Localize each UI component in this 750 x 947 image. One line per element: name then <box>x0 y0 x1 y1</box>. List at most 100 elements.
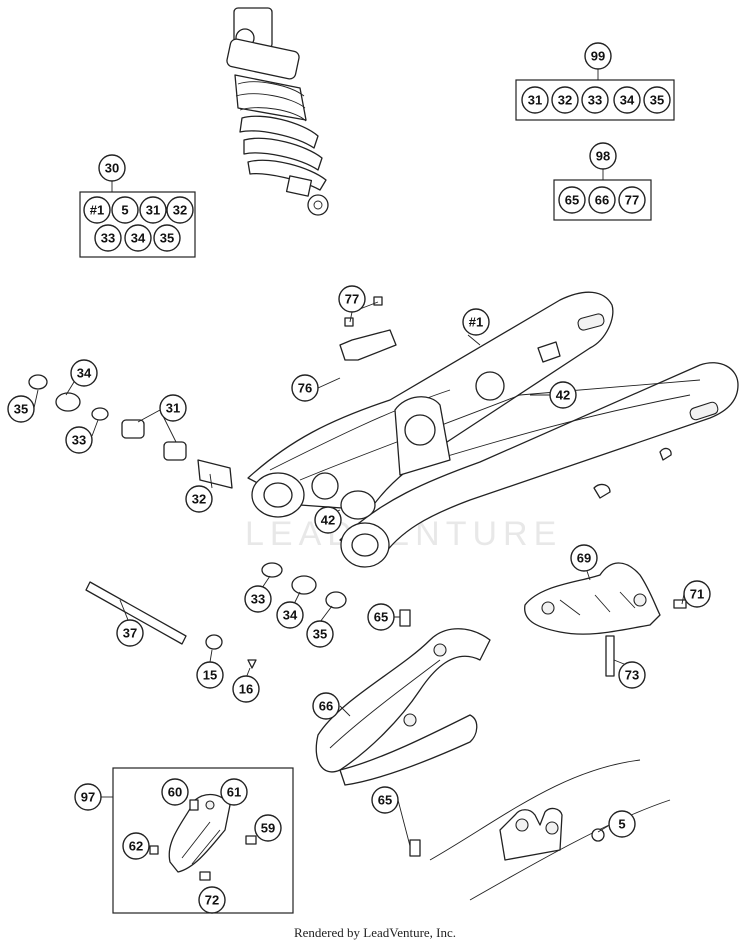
svg-text:32: 32 <box>558 93 572 108</box>
svg-text:77: 77 <box>345 292 359 307</box>
callout-33-top[interactable]: 33 <box>65 426 93 454</box>
svg-text:33: 33 <box>588 93 602 108</box>
kit-30-item-35[interactable]: 35 <box>153 224 181 252</box>
svg-text:99: 99 <box>591 49 605 64</box>
callout-42-bottom[interactable]: 42 <box>314 506 342 534</box>
callout-15[interactable]: 15 <box>196 661 224 689</box>
svg-text:33: 33 <box>101 231 115 246</box>
svg-text:77: 77 <box>625 193 639 208</box>
svg-text:32: 32 <box>173 203 187 218</box>
kit-97-item-60[interactable]: 60 <box>161 778 189 806</box>
chain-slider <box>315 628 491 786</box>
shock-absorber <box>226 7 329 216</box>
svg-text:33: 33 <box>72 433 86 448</box>
kit-98-item-77[interactable]: 77 <box>618 186 646 214</box>
svg-text:34: 34 <box>620 93 635 108</box>
callout-34-top[interactable]: 34 <box>70 359 98 387</box>
svg-text:30: 30 <box>105 161 119 176</box>
svg-text:42: 42 <box>556 388 570 403</box>
svg-text:59: 59 <box>261 821 275 836</box>
svg-text:#1: #1 <box>469 315 483 330</box>
kit-30-item-1[interactable]: #1 <box>83 196 111 224</box>
svg-text:33: 33 <box>251 592 265 607</box>
callout-16[interactable]: 16 <box>232 675 260 703</box>
kit-99-item-33[interactable]: 33 <box>581 86 609 114</box>
kit-30-item-5[interactable]: 5 <box>111 196 139 224</box>
callout-65-bottom[interactable]: 65 <box>371 786 399 814</box>
kit-30-item-32[interactable]: 32 <box>166 196 194 224</box>
svg-text:16: 16 <box>239 682 253 697</box>
svg-text:35: 35 <box>14 402 28 417</box>
callout-35-bottom[interactable]: 35 <box>306 620 334 648</box>
svg-text:76: 76 <box>298 381 312 396</box>
kit-97-item-72[interactable]: 72 <box>198 886 226 914</box>
svg-text:32: 32 <box>192 492 206 507</box>
svg-text:65: 65 <box>378 793 392 808</box>
svg-text:34: 34 <box>131 231 146 246</box>
callout-37[interactable]: 37 <box>116 619 144 647</box>
callout-1[interactable]: #1 <box>462 308 490 336</box>
callout-66[interactable]: 66 <box>312 692 340 720</box>
svg-text:34: 34 <box>77 366 92 381</box>
callout-33-bottom[interactable]: 33 <box>244 585 272 613</box>
callout-77[interactable]: 77 <box>338 285 366 313</box>
footer-credit: Rendered by LeadVenture, Inc. <box>293 925 457 940</box>
kit-99-item-32[interactable]: 32 <box>551 86 579 114</box>
svg-text:98: 98 <box>596 149 610 164</box>
kit-97-label[interactable]: 97 <box>74 783 102 811</box>
kit-97-item-61[interactable]: 61 <box>220 778 248 806</box>
svg-text:15: 15 <box>203 668 217 683</box>
kit-30-label[interactable]: 30 <box>98 154 126 182</box>
kit-99-item-31[interactable]: 31 <box>521 86 549 114</box>
callout-71[interactable]: 71 <box>683 580 711 608</box>
callout-42-top[interactable]: 42 <box>549 381 577 409</box>
kit-99-item-35[interactable]: 35 <box>643 86 671 114</box>
pivot-hardware <box>28 296 687 857</box>
callout-76[interactable]: 76 <box>291 374 319 402</box>
chain-guide-small <box>168 793 231 873</box>
svg-text:35: 35 <box>313 627 327 642</box>
svg-text:35: 35 <box>650 93 664 108</box>
svg-text:66: 66 <box>319 699 333 714</box>
callout-73[interactable]: 73 <box>618 661 646 689</box>
chain-guide <box>524 562 661 635</box>
svg-text:73: 73 <box>625 668 639 683</box>
callout-5[interactable]: 5 <box>608 810 636 838</box>
callout-35-top[interactable]: 35 <box>7 395 35 423</box>
svg-text:35: 35 <box>160 231 174 246</box>
swingarm <box>247 291 739 568</box>
svg-text:69: 69 <box>577 551 591 566</box>
kit-99-label[interactable]: 99 <box>584 42 612 70</box>
svg-text:97: 97 <box>81 790 95 805</box>
svg-text:5: 5 <box>618 817 625 832</box>
kit-97-item-59[interactable]: 59 <box>254 814 282 842</box>
svg-text:66: 66 <box>595 193 609 208</box>
kit-box-98: 98 65 66 77 <box>553 142 652 221</box>
kit-30-item-33[interactable]: 33 <box>94 224 122 252</box>
kit-97-item-62[interactable]: 62 <box>122 832 150 860</box>
svg-text:31: 31 <box>528 93 542 108</box>
kit-box-99: 99 31 32 33 34 35 <box>515 42 675 121</box>
svg-text:42: 42 <box>321 513 335 528</box>
callout-34-bottom[interactable]: 34 <box>276 601 304 629</box>
svg-text:71: 71 <box>690 587 704 602</box>
kit-99-item-34[interactable]: 34 <box>613 86 641 114</box>
svg-text:61: 61 <box>227 785 241 800</box>
kit-98-item-65[interactable]: 65 <box>558 186 586 214</box>
callout-65-top[interactable]: 65 <box>367 603 395 631</box>
callout-32[interactable]: 32 <box>185 485 213 513</box>
svg-text:#1: #1 <box>90 203 104 218</box>
svg-text:31: 31 <box>166 401 180 416</box>
svg-text:65: 65 <box>565 193 579 208</box>
kit-98-label[interactable]: 98 <box>589 142 617 170</box>
kit-98-item-66[interactable]: 66 <box>588 186 616 214</box>
frame-detail <box>429 759 671 901</box>
kit-30-item-34[interactable]: 34 <box>124 224 152 252</box>
svg-text:60: 60 <box>168 785 182 800</box>
svg-text:34: 34 <box>283 608 298 623</box>
kit-box-30: 30 #1 5 31 32 33 34 35 <box>79 154 196 258</box>
callout-69[interactable]: 69 <box>570 544 598 572</box>
callout-31[interactable]: 31 <box>159 394 187 422</box>
svg-text:65: 65 <box>374 610 388 625</box>
kit-30-item-31[interactable]: 31 <box>139 196 167 224</box>
